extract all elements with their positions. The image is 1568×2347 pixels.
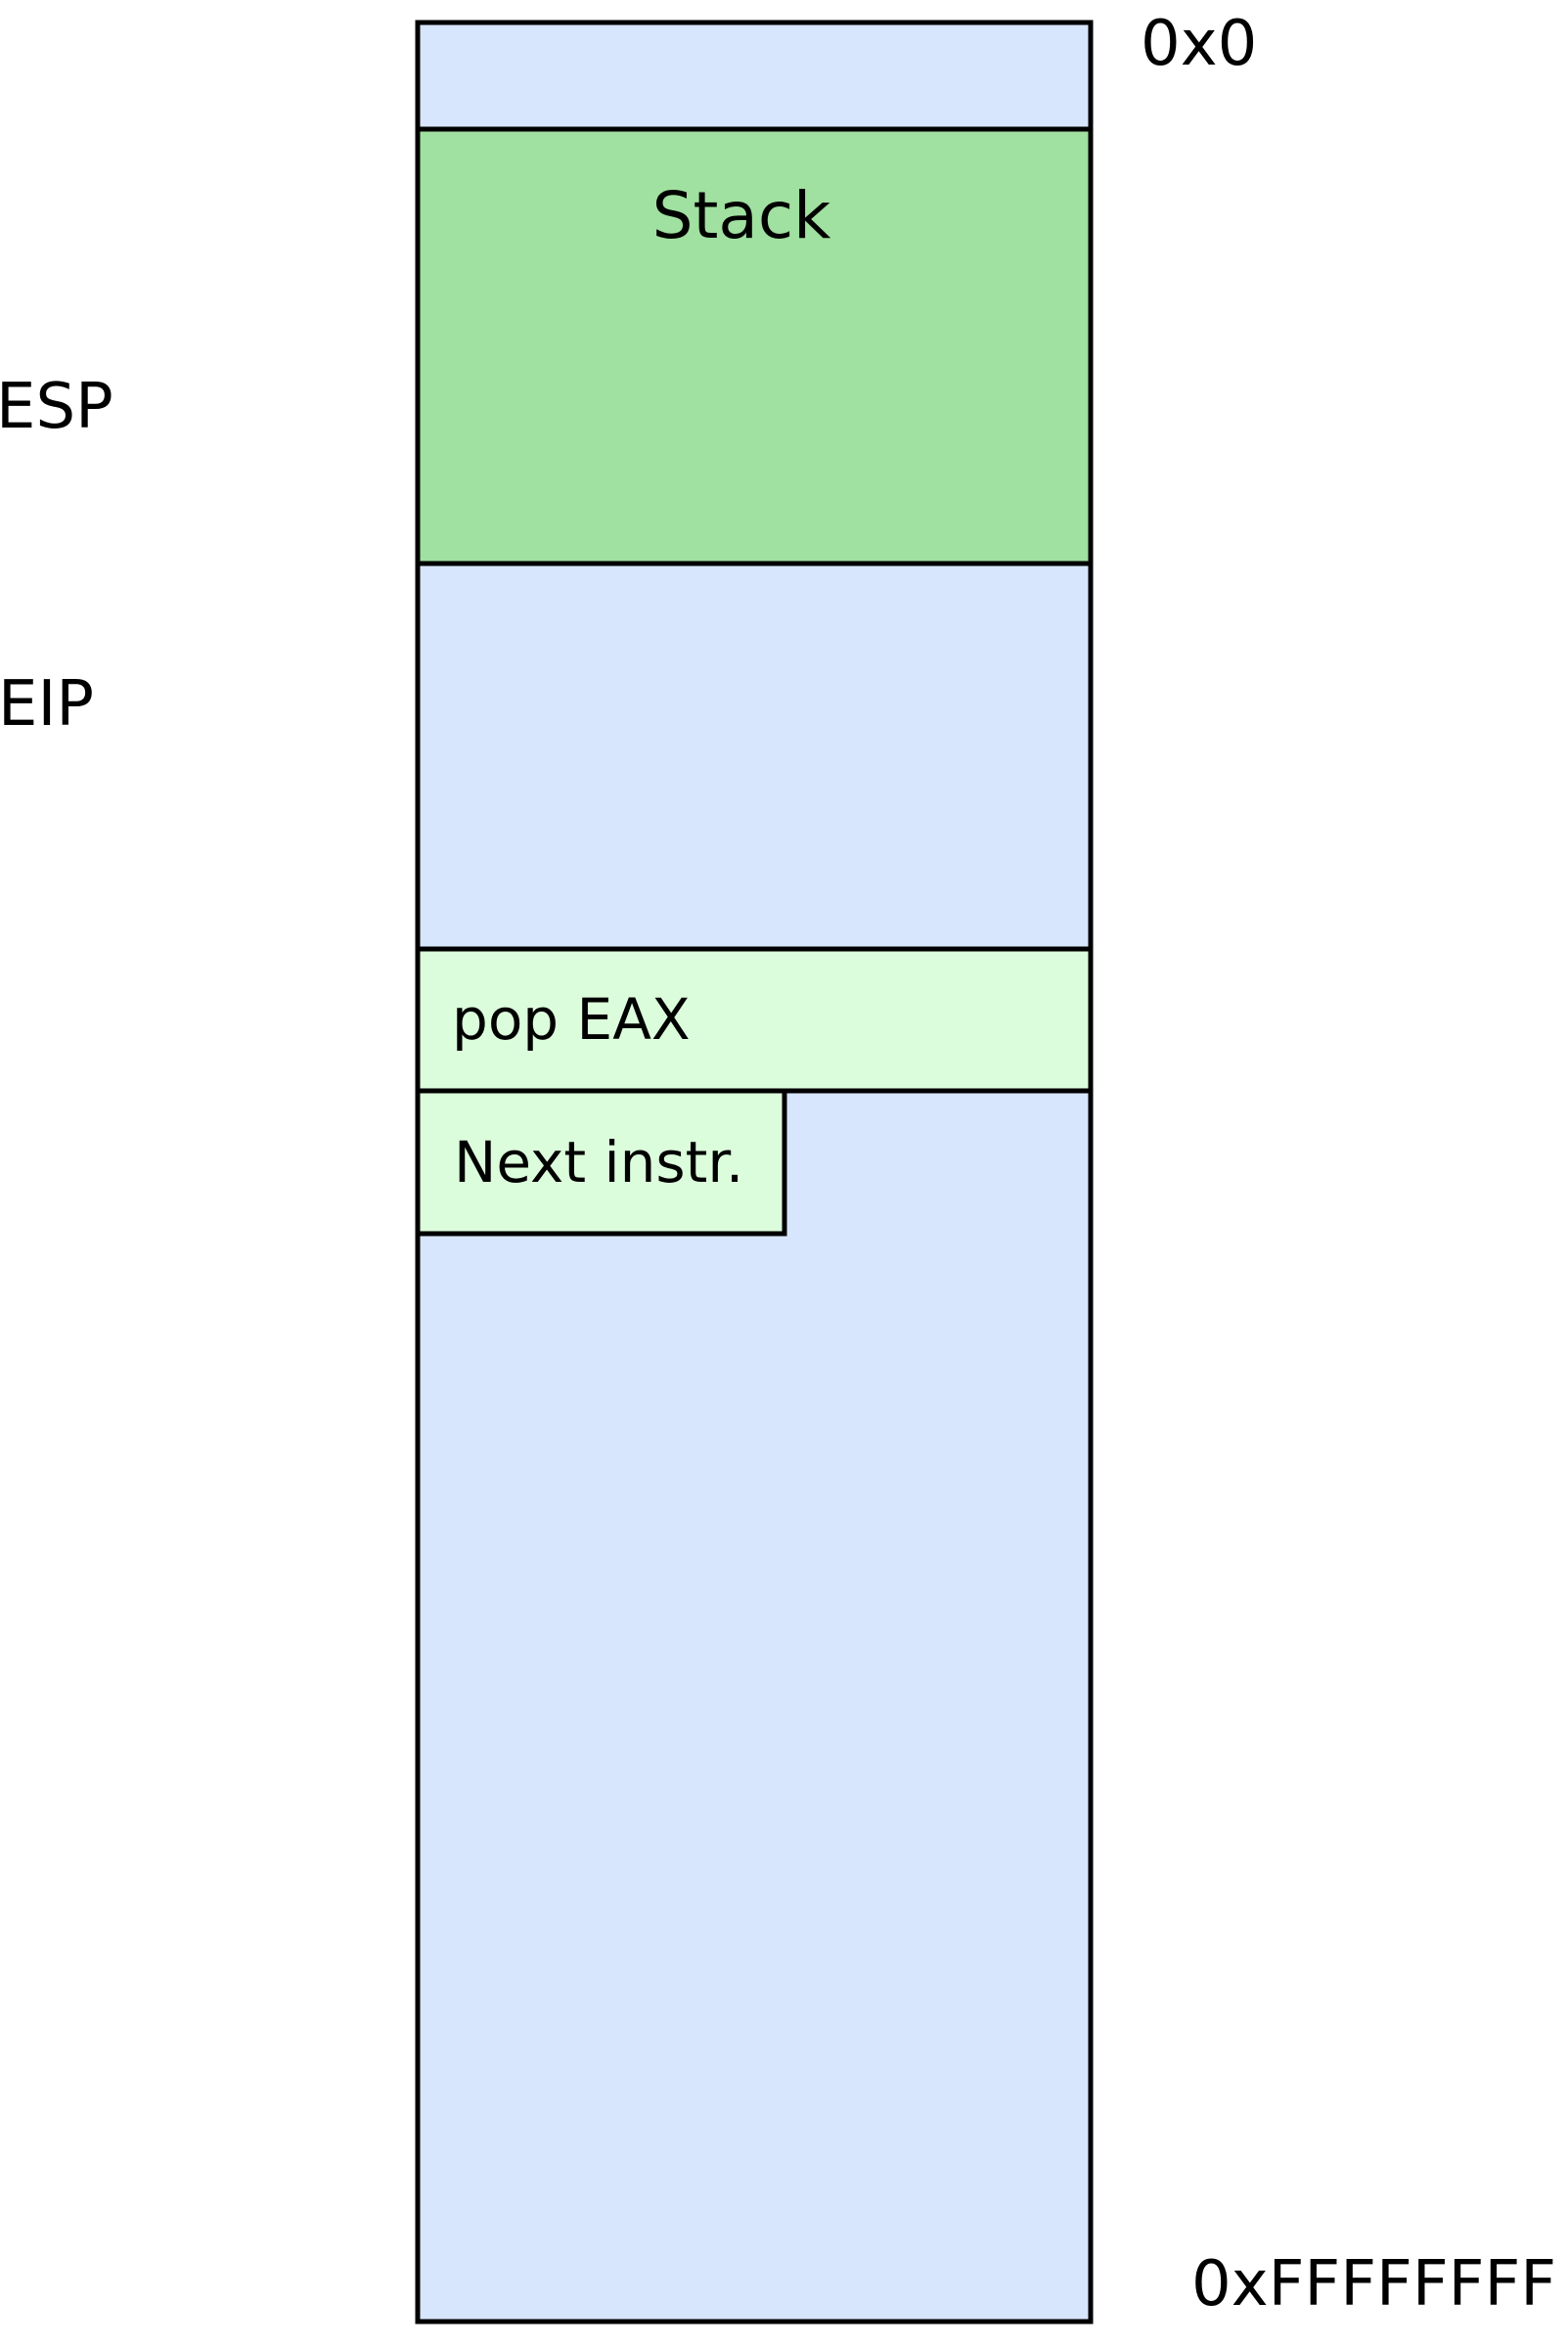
stack-label: Stack bbox=[652, 178, 832, 253]
next-instruction-label: Next instr. bbox=[454, 1129, 743, 1196]
pop-instruction-label: pop EAX bbox=[452, 986, 691, 1053]
eip-register-label: EIP bbox=[0, 668, 94, 741]
next-instruction-box bbox=[415, 1088, 787, 1237]
esp-register-label: ESP bbox=[0, 371, 113, 443]
stack-region bbox=[415, 126, 1094, 566]
address-top-label: 0x0 bbox=[1141, 8, 1257, 80]
pop-instruction-box bbox=[415, 946, 1094, 1094]
address-bottom-label: 0xFFFFFFFF bbox=[1191, 2248, 1556, 2321]
